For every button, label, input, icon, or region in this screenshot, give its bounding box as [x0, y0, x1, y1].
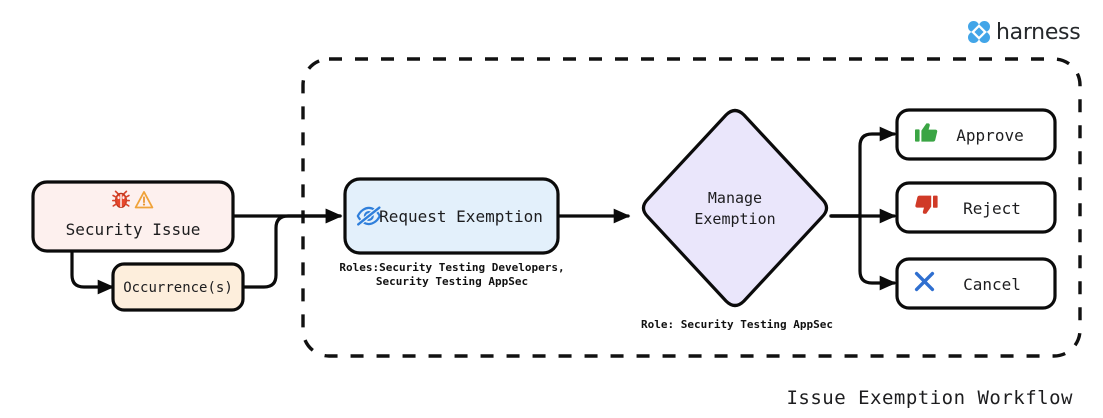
manage-exemption-label-line-2: Exemption	[694, 210, 775, 228]
thumbs-up-icon	[915, 123, 938, 142]
security-issue-box	[31, 180, 235, 253]
request-exemption-caption-line-2: Security Testing AppSec	[376, 275, 528, 288]
harness-logo-icon	[968, 21, 990, 43]
x-mark-icon	[914, 271, 935, 292]
exemption-workflow-boundary	[301, 57, 1082, 358]
reject-box	[895, 181, 1057, 234]
node-cancel[interactable]: Cancel	[895, 257, 1057, 310]
manage-exemption-label-line-1: Manage	[708, 189, 762, 207]
security-issue-label: Security Issue	[66, 220, 201, 239]
manage-exemption-diamond	[641, 108, 829, 308]
node-request-exemption[interactable]: Request Exemption Roles:Security Testing…	[339, 177, 565, 288]
edge-occurrences-to-request-exemption	[241, 208, 343, 289]
harness-brand-text: harness	[996, 20, 1080, 45]
node-approve[interactable]: Approve	[895, 108, 1057, 161]
bug-icon	[112, 190, 130, 209]
page-title: Issue Exemption Workflow	[786, 387, 1073, 409]
request-exemption-label: Request Exemption	[379, 207, 543, 226]
edge-security-issue-to-occurrences	[70, 249, 115, 295]
eye-off-icon	[355, 205, 382, 227]
request-exemption-caption-line-1: Roles:Security Testing Developers,	[339, 261, 564, 274]
harness-brand: harness	[968, 20, 1081, 45]
approve-label: Approve	[956, 126, 1023, 145]
node-occurrences[interactable]: Occurrence(s)	[111, 262, 245, 312]
node-manage-exemption[interactable]: Manage Exemption Role: Security Testing …	[641, 108, 833, 332]
occurrences-label: Occurrence(s)	[123, 280, 233, 296]
cancel-box	[895, 257, 1057, 310]
node-security-issue[interactable]: Security Issue	[31, 180, 235, 253]
reject-label: Reject	[963, 199, 1021, 218]
manage-exemption-caption: Role: Security Testing AppSec	[641, 318, 833, 331]
warning-triangle-icon	[134, 191, 154, 209]
approve-box	[895, 108, 1057, 161]
node-reject[interactable]: Reject	[895, 181, 1057, 234]
edge-manage-exemption-to-approve	[829, 126, 897, 218]
thumbs-down-icon	[915, 195, 938, 214]
edge-manage-exemption-to-cancel	[829, 214, 897, 291]
cancel-label: Cancel	[963, 275, 1021, 294]
occurrences-box	[111, 262, 245, 312]
request-exemption-box	[343, 177, 560, 255]
